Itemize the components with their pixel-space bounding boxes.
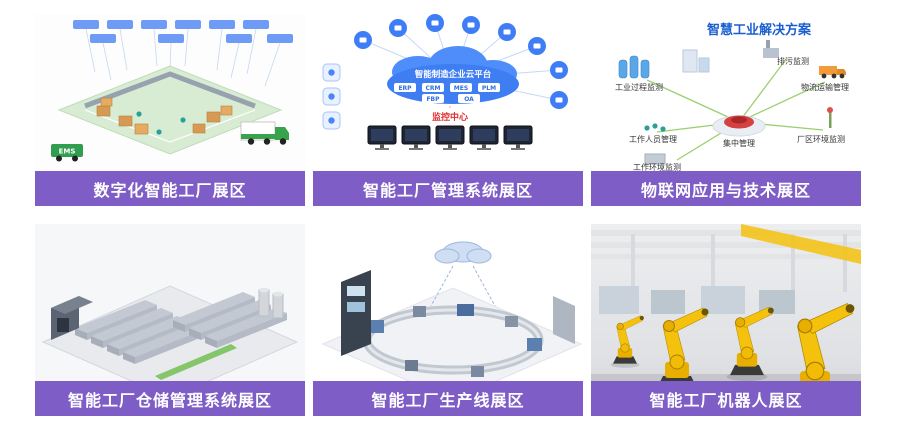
module-oa: OA — [464, 96, 474, 103]
conveyor-line — [84, 71, 256, 109]
zone-banner[interactable]: 数字化智能工厂展区 — [35, 171, 305, 206]
hub-spokes — [646, 57, 826, 161]
zone-banner-label: 智能工厂仓储管理系统展区 — [67, 390, 272, 410]
machine-icon — [644, 153, 666, 165]
ceiling-structure — [591, 230, 861, 292]
zone-banner[interactable]: 智能工厂仓储管理系统展区 — [35, 381, 305, 416]
cloud-link — [430, 241, 496, 307]
factory-chimney-icon — [763, 40, 779, 58]
callout-labels — [73, 20, 293, 87]
zone-banner-label: 智能工厂生产线展区 — [371, 390, 525, 410]
zone-banner-label: 智能工厂管理系统展区 — [362, 180, 533, 200]
node-pollution: 排污监测 — [777, 56, 809, 66]
module-fbp: FBP — [426, 96, 440, 103]
delivery-truck-icon — [240, 121, 289, 145]
silo-tanks — [258, 287, 284, 319]
ems-truck-icon: EMS — [51, 144, 83, 162]
logistics-truck-icon — [819, 66, 846, 79]
app-tiles — [322, 63, 341, 130]
node-industrial-process: 工业过程监测 — [615, 82, 663, 92]
central-hub — [712, 115, 766, 137]
node-staff: 工作人员管理 — [629, 134, 677, 144]
zone-banner-label: 物联网应用与技术展区 — [640, 180, 811, 200]
node-work-env: 工作环境监测 — [633, 162, 681, 172]
card-warehouse[interactable]: 智能工厂仓储管理系统展区 — [35, 224, 305, 416]
card-digital-factory[interactable]: EMS 数字化智能工厂展区 — [35, 14, 305, 206]
zone-banner[interactable]: 智能工厂生产线展区 — [313, 381, 583, 416]
node-central-mgmt: 集中管理 — [723, 138, 755, 148]
workers-icon — [644, 123, 666, 132]
monitor-center-label: 监控中心 — [432, 111, 468, 123]
module-plm: PLM — [482, 85, 496, 92]
node-logistics: 物流运输管理 — [801, 82, 849, 92]
sensor-pole-icon — [827, 107, 833, 128]
control-wall — [341, 270, 371, 356]
background-machines — [599, 286, 795, 314]
zone-banner[interactable]: 智能工厂管理系统展区 — [313, 171, 583, 206]
cloud-platform-title: 智能制造企业云平台 — [414, 69, 492, 80]
dock-building — [51, 296, 93, 340]
ems-logo-text: EMS — [59, 148, 76, 156]
iot-diagram-title: 智慧工业解决方案 — [707, 22, 812, 38]
card-management-system[interactable]: 智能制造企业云平台 ERP CRM MES PLM FBP OA — [313, 14, 583, 206]
node-labels: 工业过程监测 排污监测 物流运输管理 工作人员管理 集中管理 厂区环境监测 工作… — [615, 56, 849, 172]
line-machines — [369, 304, 542, 377]
zone-banner[interactable]: 物联网应用与技术展区 — [591, 171, 861, 206]
node-plant-env: 厂区环境监测 — [797, 134, 845, 144]
module-crm: CRM — [426, 85, 441, 92]
zone-banner-label: 智能工厂机器人展区 — [649, 390, 803, 410]
module-chips: ERP CRM MES PLM FBP OA — [394, 83, 500, 103]
side-cabinet — [553, 296, 575, 344]
service-icons — [354, 14, 568, 109]
cargo-boxes — [96, 97, 233, 135]
zone-banner-label: 数字化智能工厂展区 — [93, 180, 247, 200]
zone-banner[interactable]: 智能工厂机器人展区 — [591, 381, 861, 416]
card-robots[interactable]: 智能工厂机器人展区 — [591, 224, 861, 416]
worker-figures — [136, 111, 186, 135]
overhead-gantry — [741, 224, 861, 264]
module-mes: MES — [454, 85, 468, 92]
card-production-line[interactable]: 智能工厂生产线展区 — [313, 224, 583, 416]
module-erp: ERP — [398, 85, 412, 92]
tanks-icon — [618, 55, 650, 79]
cloud-platform: 智能制造企业云平台 ERP CRM MES PLM FBP OA — [387, 46, 519, 104]
outbound-conveyor — [155, 344, 237, 380]
buildings-icon — [682, 49, 710, 73]
card-iot-solutions[interactable]: 智慧工业解决方案 — [591, 14, 861, 206]
